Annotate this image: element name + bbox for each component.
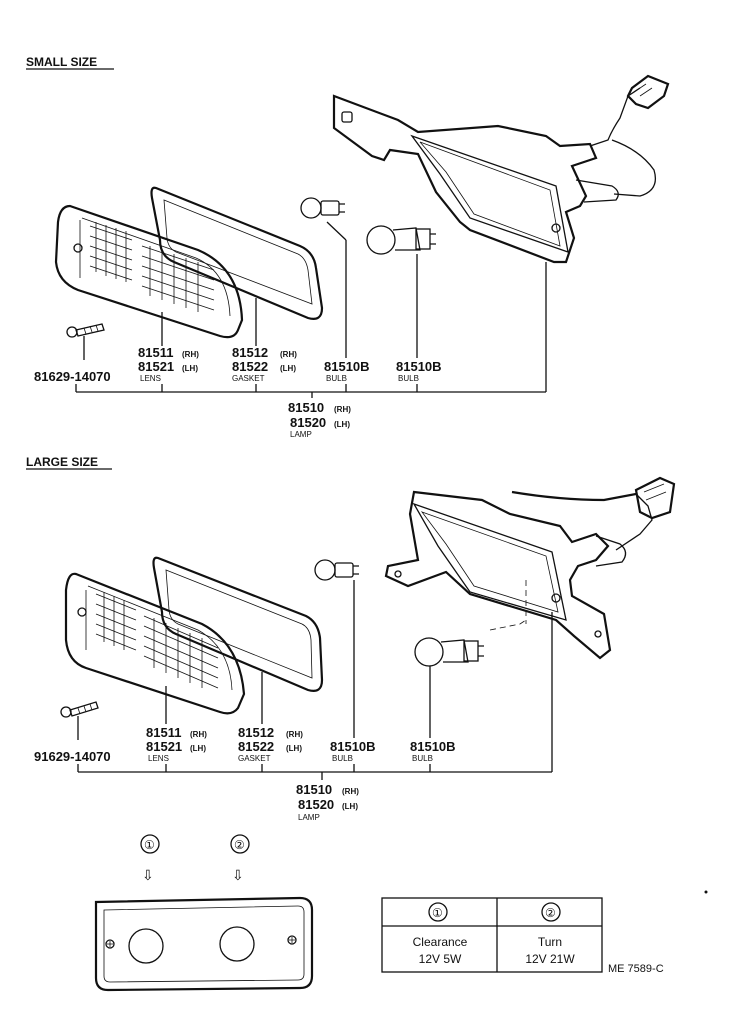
arrow-down-icon: ⇩ xyxy=(232,867,244,883)
large-bulb-1-drawing xyxy=(314,559,359,581)
small-bulb-1-name: BULB xyxy=(326,374,347,383)
large-size-section: LARGE SIZE xyxy=(26,455,676,822)
bulb-position-diagram: ① ⇩ ② ⇩ xyxy=(94,834,314,992)
bulb-spec-table: ① ② Clearance 12V 5W Turn 12V 21W xyxy=(381,897,603,973)
small-gasket-name: GASKET xyxy=(232,374,265,383)
small-size-section: SMALL SIZE xyxy=(26,55,670,439)
large-bulb-2-number: 81510B xyxy=(410,739,456,754)
large-screw-drawing xyxy=(60,701,99,718)
table-header-2: ② xyxy=(545,906,556,920)
small-screw-number: 81629-14070 xyxy=(34,369,111,384)
large-lamp-lh-number: 81520 xyxy=(298,797,334,812)
large-gasket-lh-suffix: (LH) xyxy=(286,744,302,753)
large-bulb-1-name: BULB xyxy=(332,754,353,763)
stray-dot xyxy=(704,890,708,894)
small-screw-drawing xyxy=(66,323,105,338)
small-gasket-lh-number: 81522 xyxy=(232,359,268,374)
small-bulb-2-name: BULB xyxy=(398,374,419,383)
large-lamp-rh-number: 81510 xyxy=(296,782,332,797)
lens-front-outline xyxy=(94,896,314,992)
small-bulb-2-drawing xyxy=(366,225,436,255)
large-lens-name: LENS xyxy=(148,754,169,763)
large-lamp-housing-drawing xyxy=(384,476,676,660)
large-lens-drawing xyxy=(64,572,246,715)
table-row-2-spec: 12V 21W xyxy=(525,952,575,966)
small-lamp-rh-number: 81510 xyxy=(288,400,324,415)
large-gasket-rh-number: 81512 xyxy=(238,725,274,740)
small-size-title: SMALL SIZE xyxy=(26,55,97,69)
small-bulb-1-number: 81510B xyxy=(324,359,370,374)
large-gasket-name: GASKET xyxy=(238,754,271,763)
small-gasket-rh-suffix: (RH) xyxy=(280,350,297,359)
bulb-socket-2 xyxy=(219,926,255,962)
small-lens-lh-number: 81521 xyxy=(138,359,174,374)
marker-2: ② xyxy=(234,838,245,852)
small-lamp-lh-number: 81520 xyxy=(290,415,326,430)
large-lens-lh-number: 81521 xyxy=(146,739,182,754)
bulb-socket-1 xyxy=(128,928,164,964)
table-row-2-use: Turn xyxy=(538,935,562,949)
small-lens-rh-suffix: (RH) xyxy=(182,350,199,359)
figure-code: ME 7589-C xyxy=(608,963,664,975)
small-bulb-1-drawing xyxy=(300,197,345,219)
large-lamp-lh-suffix: (LH) xyxy=(342,802,358,811)
large-lamp-name: LAMP xyxy=(298,813,320,822)
large-lamp-rh-suffix: (RH) xyxy=(342,787,359,796)
marker-1-circle xyxy=(140,834,160,854)
small-lamp-housing-drawing xyxy=(332,74,670,264)
large-lens-rh-suffix: (RH) xyxy=(190,730,207,739)
lens-front-inner-outline xyxy=(103,905,305,983)
screw-hole-left xyxy=(105,939,115,949)
large-bulb-2-name: BULB xyxy=(412,754,433,763)
small-lens-drawing xyxy=(54,204,244,339)
small-gasket-rh-number: 81512 xyxy=(232,345,268,360)
small-gasket-lh-suffix: (LH) xyxy=(280,364,296,373)
small-lamp-name: LAMP xyxy=(290,430,312,439)
table-header-1: ① xyxy=(432,906,443,920)
large-lens-rh-number: 81511 xyxy=(146,725,181,740)
marker-1: ① xyxy=(144,838,155,852)
small-gasket-drawing xyxy=(150,186,324,320)
small-lamp-lh-suffix: (LH) xyxy=(334,420,350,429)
screw-hole-right xyxy=(287,935,297,945)
small-lamp-rh-suffix: (RH) xyxy=(334,405,351,414)
large-bulb-1-number: 81510B xyxy=(330,739,376,754)
large-lens-lh-suffix: (LH) xyxy=(190,744,206,753)
small-lens-rh-number: 81511 xyxy=(138,345,173,360)
large-gasket-lh-number: 81522 xyxy=(238,739,274,754)
small-leader-lines xyxy=(75,221,547,398)
large-leader-lines xyxy=(77,580,553,780)
small-bulb-2-number: 81510B xyxy=(396,359,442,374)
marker-2-circle xyxy=(230,834,250,854)
large-screw-number: 91629-14070 xyxy=(34,749,111,764)
table-row-1-use: Clearance xyxy=(413,935,468,949)
arrow-down-icon: ⇩ xyxy=(142,867,154,883)
large-size-title: LARGE SIZE xyxy=(26,455,98,469)
small-lens-lh-suffix: (LH) xyxy=(182,364,198,373)
large-gasket-drawing xyxy=(152,556,324,692)
large-gasket-rh-suffix: (RH) xyxy=(286,730,303,739)
large-bulb-2-drawing xyxy=(414,637,484,667)
small-lens-name: LENS xyxy=(140,374,161,383)
table-row-1-spec: 12V 5W xyxy=(419,952,462,966)
